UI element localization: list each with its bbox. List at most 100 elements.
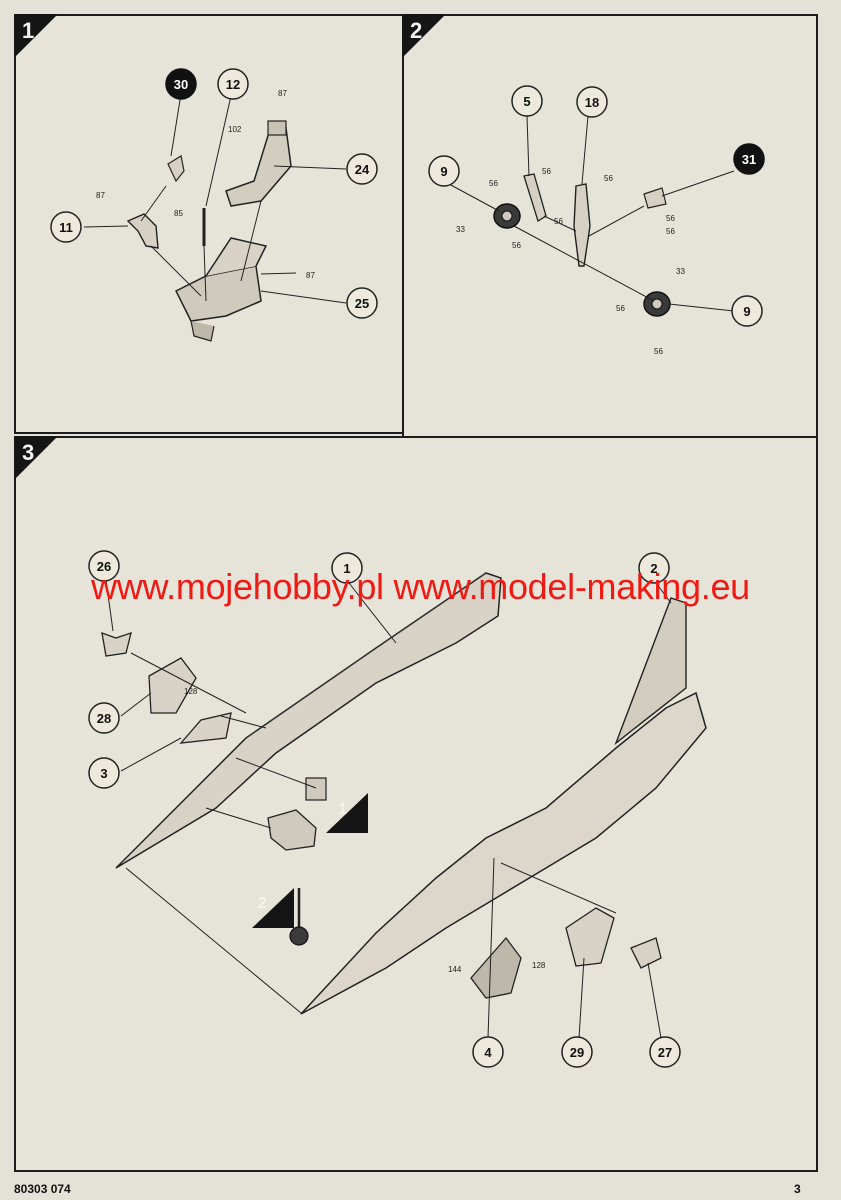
callout-4-label: 4 [484, 1045, 492, 1060]
glue-label: 56 [489, 179, 498, 188]
callout-3: 3 [88, 757, 120, 789]
step-2-number: 2 [410, 18, 423, 43]
step-1-leader-lines [83, 93, 347, 304]
callout-30-label: 30 [174, 77, 188, 92]
seat-tub-part [174, 265, 262, 322]
glue-label: 33 [456, 225, 465, 234]
glue-label: 87 [96, 191, 105, 200]
glue-label: 56 [666, 227, 675, 236]
bracket-part [126, 213, 159, 249]
callout-3-label: 3 [100, 766, 107, 781]
callout-9-left: 9 [428, 155, 460, 187]
glue-label: 33 [676, 267, 685, 276]
tail-fin-part [614, 597, 687, 746]
footer-code: 80303 074 [14, 1182, 71, 1196]
glue-label: 56 [542, 167, 551, 176]
callout-28-label: 28 [97, 711, 111, 726]
intake-part-26 [101, 632, 132, 657]
step-3-diagram: 1 2 26 1 2 28 [88, 550, 707, 1068]
callout-31-label: 31 [742, 152, 756, 167]
seat-headrest [267, 120, 287, 136]
seat-back-part [205, 237, 268, 277]
callout-12-label: 12 [226, 77, 240, 92]
step-2-panel: 2 [402, 14, 818, 438]
glue-label: 56 [616, 304, 625, 313]
glue-label: 87 [278, 89, 287, 98]
glue-label: 128 [532, 961, 546, 970]
callout-31: 31 [733, 143, 765, 175]
callout-24: 24 [346, 153, 378, 185]
small-lever-part [167, 155, 185, 183]
glue-label: 128 [184, 687, 198, 696]
seat-subassembly-part [305, 777, 327, 801]
callout-12: 12 [217, 68, 249, 100]
callout-1-label: 1 [343, 561, 350, 576]
subassembly-ref-2-label: 2 [258, 895, 267, 912]
glue-label: 144 [448, 965, 462, 974]
step-3-panel: 3 [14, 436, 818, 1172]
wheel-part-right [643, 291, 671, 317]
seat-base [190, 320, 215, 342]
step-3-number: 3 [22, 440, 35, 465]
glue-label: 56 [554, 217, 563, 226]
step-1-tab [14, 14, 58, 58]
callout-9-label: 9 [743, 304, 750, 319]
callout-27: 27 [649, 1036, 681, 1068]
callout-25-label: 25 [355, 296, 369, 311]
intake-part-3 [179, 712, 232, 744]
glue-label: 87 [306, 271, 315, 280]
glue-label: 102 [228, 125, 242, 134]
cockpit-subassembly [267, 809, 317, 851]
step-3-leader-lines [105, 579, 672, 1039]
small-clip-part [643, 187, 667, 209]
callout-24-label: 24 [355, 162, 370, 177]
gear-door-part [523, 173, 547, 222]
subassembly-ref-1: 1 [326, 793, 368, 833]
glue-label: 56 [604, 174, 613, 183]
callout-18-label: 18 [585, 95, 599, 110]
callout-5-label: 5 [523, 94, 530, 109]
callout-28: 28 [88, 702, 120, 734]
glue-label: 56 [666, 214, 675, 223]
subassembly-ref-1-label: 1 [338, 801, 347, 818]
subassembly-ref-2: 2 [252, 888, 294, 928]
callout-9-right: 9 [731, 295, 763, 327]
callout-29: 29 [561, 1036, 593, 1068]
callout-25: 25 [346, 287, 378, 319]
intake-part-29 [565, 907, 615, 967]
callout-2-label: 2 [650, 561, 657, 576]
step-3-tab [14, 436, 58, 480]
step-1-panel: 1 [14, 14, 404, 434]
glue-label: 56 [512, 241, 521, 250]
callout-2: 2 [638, 552, 670, 584]
glue-label: 85 [174, 209, 183, 218]
step-1-number: 1 [22, 18, 35, 43]
callout-26-label: 26 [97, 559, 111, 574]
ejection-seat-part [225, 125, 292, 207]
intake-part-28 [148, 657, 197, 714]
callout-1: 1 [331, 552, 363, 584]
step-1-diagram: 30 12 24 11 25 87 102 85 87 87 [50, 68, 378, 342]
gear-strut-part [573, 183, 591, 267]
fuselage-half-right-part [300, 691, 707, 1015]
callout-27-label: 27 [658, 1045, 672, 1060]
callout-26: 26 [88, 550, 120, 582]
glue-label: 56 [654, 347, 663, 356]
intake-part-27 [630, 937, 662, 969]
callout-5: 5 [511, 85, 543, 117]
callout-29-label: 29 [570, 1045, 584, 1060]
step-2-leader-lines [448, 115, 735, 312]
intake-part-4 [470, 936, 522, 999]
callout-9-label: 9 [440, 164, 447, 179]
step-2-diagram: 5 18 31 9 9 56 56 56 56 56 [428, 85, 765, 356]
callout-11-label: 11 [59, 220, 73, 235]
wheel-part-left [493, 203, 521, 229]
callout-11: 11 [50, 211, 82, 243]
nose-gear-subassembly [289, 888, 309, 946]
page-number: 3 [794, 1182, 801, 1196]
callout-30: 30 [165, 68, 197, 100]
step-2-tab [402, 14, 446, 58]
callout-18: 18 [576, 86, 608, 118]
watermark-text: www.mojehobby.pl www.model-making.eu [91, 566, 750, 607]
